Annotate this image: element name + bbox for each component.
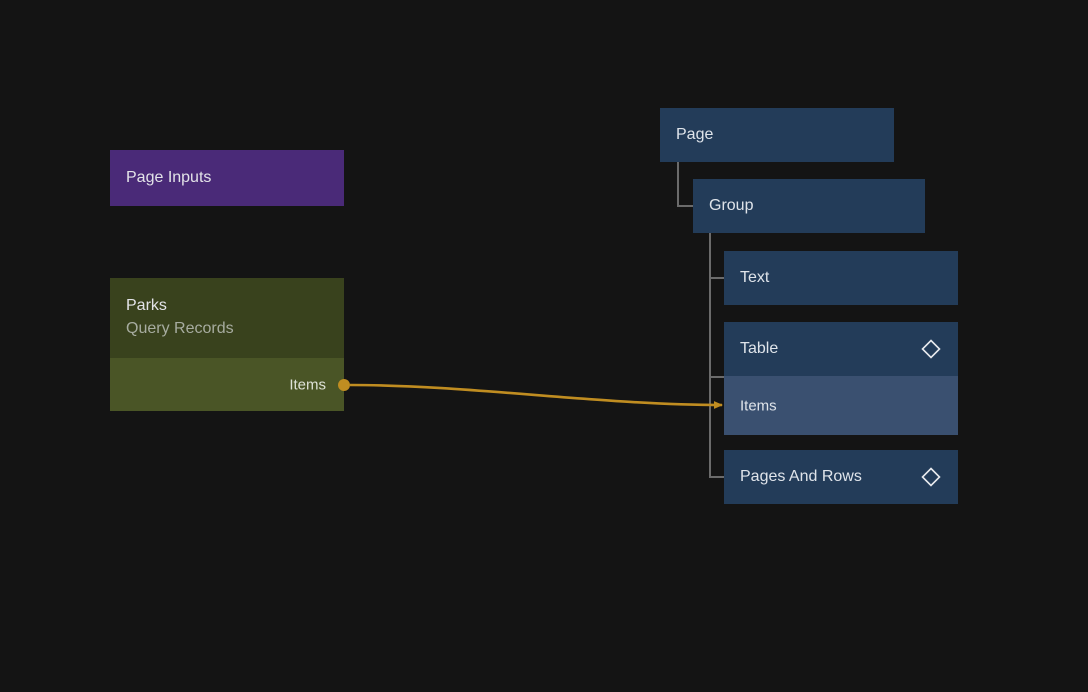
node-page-title: Page bbox=[676, 126, 714, 143]
node-parks-output-row[interactable]: Items bbox=[110, 358, 344, 411]
node-table[interactable]: Table bbox=[724, 322, 958, 376]
node-pages-and-rows-title: Pages And Rows bbox=[740, 468, 862, 485]
node-page-inputs[interactable]: Page Inputs bbox=[110, 150, 344, 206]
node-parks-name: Parks bbox=[126, 297, 167, 314]
node-parks[interactable]: Parks Query Records Items bbox=[110, 278, 350, 411]
diamond-icon[interactable] bbox=[920, 466, 942, 488]
node-text[interactable]: Text bbox=[724, 251, 958, 305]
node-table-title: Table bbox=[740, 340, 779, 357]
node-parks-header: Parks Query Records bbox=[110, 278, 344, 358]
node-text-title: Text bbox=[740, 269, 770, 286]
node-group[interactable]: Group bbox=[693, 179, 925, 233]
node-parks-subtitle: Query Records bbox=[126, 320, 234, 337]
diamond-icon[interactable] bbox=[920, 338, 942, 360]
node-group-title: Group bbox=[709, 197, 754, 214]
edge-parks-items-to-table-items bbox=[349, 383, 723, 409]
node-page[interactable]: Page bbox=[660, 108, 894, 162]
output-port-dot[interactable] bbox=[338, 379, 350, 391]
node-pages-and-rows[interactable]: Pages And Rows bbox=[724, 450, 958, 504]
node-table-items-label: Items bbox=[740, 397, 777, 414]
node-parks-output-label: Items bbox=[289, 376, 326, 393]
node-page-inputs-title: Page Inputs bbox=[126, 169, 212, 186]
node-table-items-input-row[interactable]: Items bbox=[724, 376, 958, 435]
